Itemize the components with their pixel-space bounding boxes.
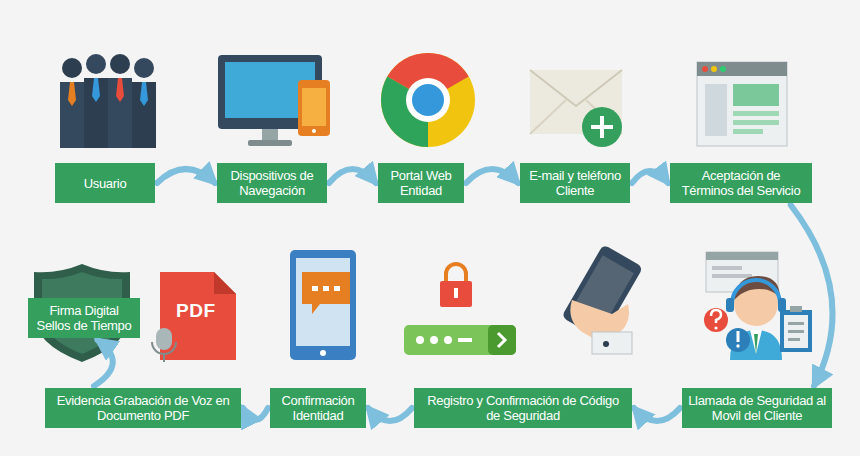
devices-icon	[218, 55, 330, 146]
step-label: Llamada de Seguridad al Movil del Client…	[688, 393, 826, 423]
step-box: Firma Digital Sellos de Tiempo	[28, 298, 140, 338]
pdf-document-icon	[152, 272, 236, 362]
step-label: Usuario	[84, 176, 127, 191]
phone-hand-icon	[561, 244, 643, 354]
flow-arrow	[632, 171, 668, 183]
step-label: Portal Web Entidad	[384, 168, 458, 198]
step-box: Dispositivos de Navegación	[217, 163, 327, 203]
step-box: Confirmación Identidad	[270, 388, 366, 428]
step-label: E-mail y teléfono Cliente	[526, 168, 624, 198]
security-code-icon	[404, 264, 516, 355]
step-label: Dispositivos de Navegación	[223, 168, 321, 198]
tablet-chat-icon	[290, 250, 356, 360]
flow-arrow	[329, 169, 376, 183]
step-box: Usuario	[55, 163, 155, 203]
email-icon	[530, 70, 622, 147]
step-box: Llamada de Seguridad al Movil del Client…	[682, 388, 832, 428]
call-agent-icon	[704, 252, 812, 360]
step-label: Aceptación de Términos del Servicio	[676, 168, 806, 198]
step-box: E-mail y teléfono Cliente	[520, 163, 630, 203]
step-box: Aceptación de Términos del Servicio	[670, 163, 812, 203]
flow-arrow	[466, 169, 518, 183]
icon-label: PDF	[176, 300, 216, 322]
flow-arrow	[634, 408, 680, 421]
step-label: Firma Digital Sellos de Tiempo	[34, 303, 134, 333]
step-box: Portal Web Entidad	[378, 163, 464, 203]
flow-arrow	[94, 340, 113, 386]
step-label: Registro y Confirmación de Código de Seg…	[420, 393, 626, 423]
step-label: Confirmación Identidad	[276, 393, 360, 423]
flow-arrow	[791, 205, 833, 386]
flow-arrow	[243, 408, 268, 420]
step-box: Registro y Confirmación de Código de Seg…	[414, 388, 632, 428]
terms-window-icon	[697, 62, 787, 146]
step-label: Evidencia Grabación de Voz en Documento …	[51, 393, 235, 423]
browser-logo	[381, 53, 475, 147]
flow-arrow	[157, 169, 215, 183]
users-icon	[60, 54, 156, 148]
flow-arrow	[368, 408, 412, 421]
step-box: Evidencia Grabación de Voz en Documento …	[45, 388, 241, 428]
